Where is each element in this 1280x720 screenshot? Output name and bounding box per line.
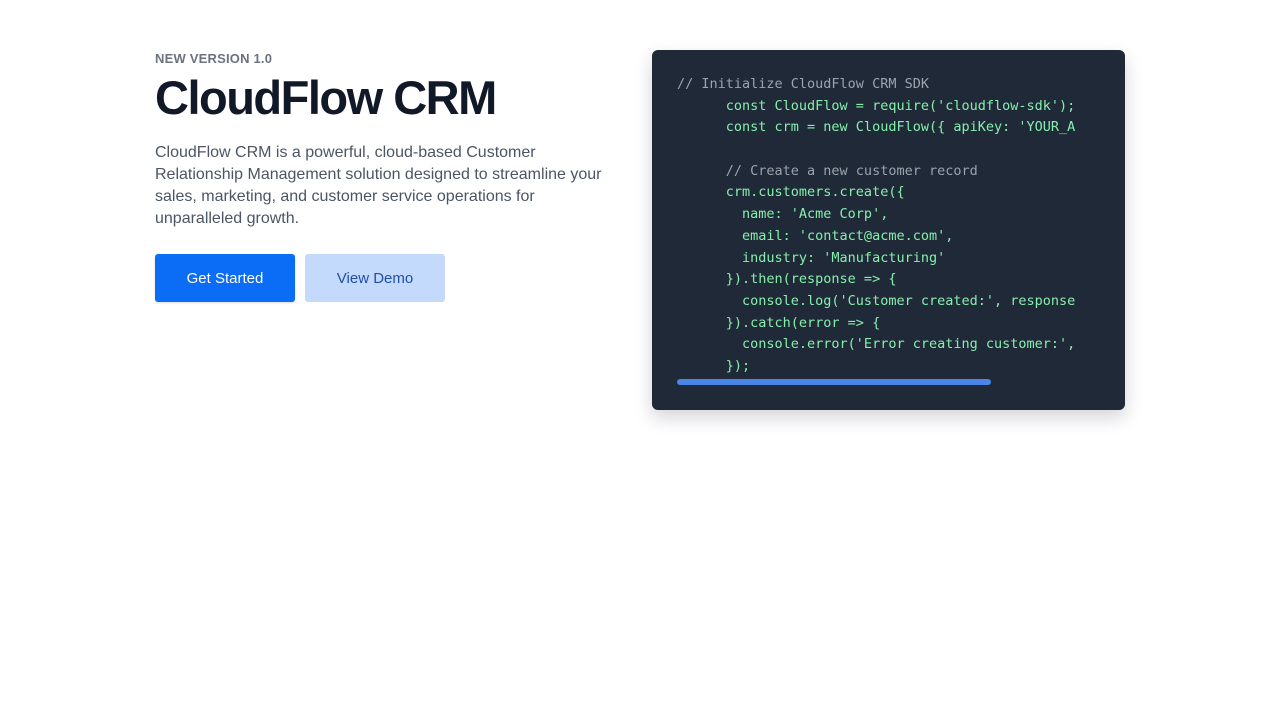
- code-comment-line: // Create a new customer record: [677, 162, 978, 179]
- code-line: console.error('Error creating customer:'…: [742, 336, 1075, 353]
- code-line: }).catch(error => {: [677, 314, 881, 331]
- code-line: console.log('Customer created:', respons…: [677, 292, 1075, 309]
- code-block: // Initialize CloudFlow CRM SDK const Cl…: [677, 74, 1075, 378]
- code-lines: // Initialize CloudFlow CRM SDK const Cl…: [677, 74, 1075, 378]
- code-line: const CloudFlow = require('cloudflow-sdk…: [677, 97, 1075, 114]
- code-line: });: [677, 357, 751, 374]
- get-started-button[interactable]: Get Started: [155, 254, 295, 302]
- code-line: crm.customers.create({: [677, 184, 905, 201]
- code-line: email: 'contact@acme.com',: [677, 227, 954, 244]
- page-title: CloudFlow CRM: [155, 71, 497, 124]
- code-line: [677, 139, 1075, 161]
- code-line: const crm = new CloudFlow({ apiKey: 'YOU…: [725, 119, 1075, 136]
- code-sample-panel: // Initialize CloudFlow CRM SDK const Cl…: [652, 50, 1125, 410]
- version-eyebrow: NEW VERSION 1.0: [155, 51, 273, 66]
- hero-actions: Get Started View Demo: [155, 254, 625, 302]
- code-horizontal-scrollbar[interactable]: [677, 379, 1075, 385]
- hero-section: NEW VERSION 1.0 CloudFlow CRM CloudFlow …: [155, 50, 625, 302]
- code-scroll-area[interactable]: // Initialize CloudFlow CRM SDK const Cl…: [677, 74, 1075, 380]
- hero-description: CloudFlow CRM is a powerful, cloud-based…: [155, 144, 602, 227]
- code-comment-line: // Initialize CloudFlow CRM SDK: [677, 76, 929, 92]
- view-demo-button[interactable]: View Demo: [305, 254, 445, 302]
- code-line: }).then(response => {: [677, 271, 897, 288]
- code-line: name: 'Acme Corp',: [677, 206, 889, 223]
- scrollbar-thumb[interactable]: [677, 379, 992, 385]
- code-line: industry: 'Manufacturing': [677, 249, 946, 266]
